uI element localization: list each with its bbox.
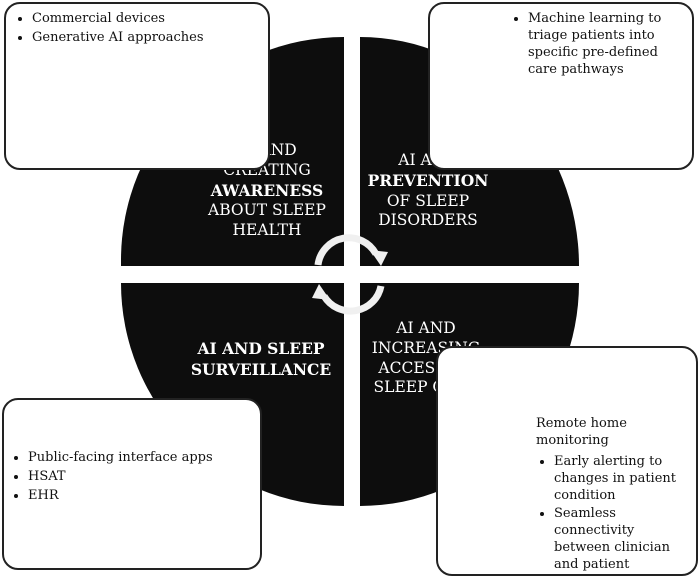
surveillance-examples-list: Public-facing interface apps HSAT EHR — [10, 450, 252, 505]
list-item: Machine learning to triage patients into… — [528, 11, 684, 79]
cycle-arrowhead-bottom — [312, 284, 330, 300]
list-item: EHR — [28, 488, 252, 505]
quadrant-prevention-label: AI AND PREVENTION OF SLEEP DISORDERS — [367, 151, 489, 230]
quadrant-surveillance-label: AI AND SLEEP SURVEILLANCE — [190, 339, 332, 379]
cycle-arrow-top — [314, 234, 380, 266]
surveillance-examples-box: Public-facing interface apps HSAT EHR — [2, 398, 262, 570]
cycle-arrowhead-top — [370, 250, 388, 266]
list-item: Generative AI approaches — [32, 30, 260, 47]
access-examples-lead: Remote home monitoring — [536, 416, 627, 448]
cycle-arrow-bottom — [321, 285, 385, 315]
awareness-examples-list: Commercial devices Generative AI approac… — [14, 11, 260, 47]
prevention-examples-list: Machine learning to triage patients into… — [510, 11, 684, 79]
list-item: Seamless connectivity between clinician … — [554, 506, 688, 574]
list-item: HSAT — [28, 469, 252, 486]
awareness-examples-box: Commercial devices Generative AI approac… — [4, 2, 270, 170]
list-item: Early alerting to changes in patient con… — [554, 454, 688, 505]
list-item: Commercial devices — [32, 11, 260, 28]
access-examples-box: Remote home monitoring Early alerting to… — [436, 346, 698, 576]
prevention-examples-box: Machine learning to triage patients into… — [428, 2, 694, 170]
access-examples-list: Early alerting to changes in patient con… — [536, 454, 688, 574]
list-item: Public-facing interface apps — [28, 450, 252, 467]
